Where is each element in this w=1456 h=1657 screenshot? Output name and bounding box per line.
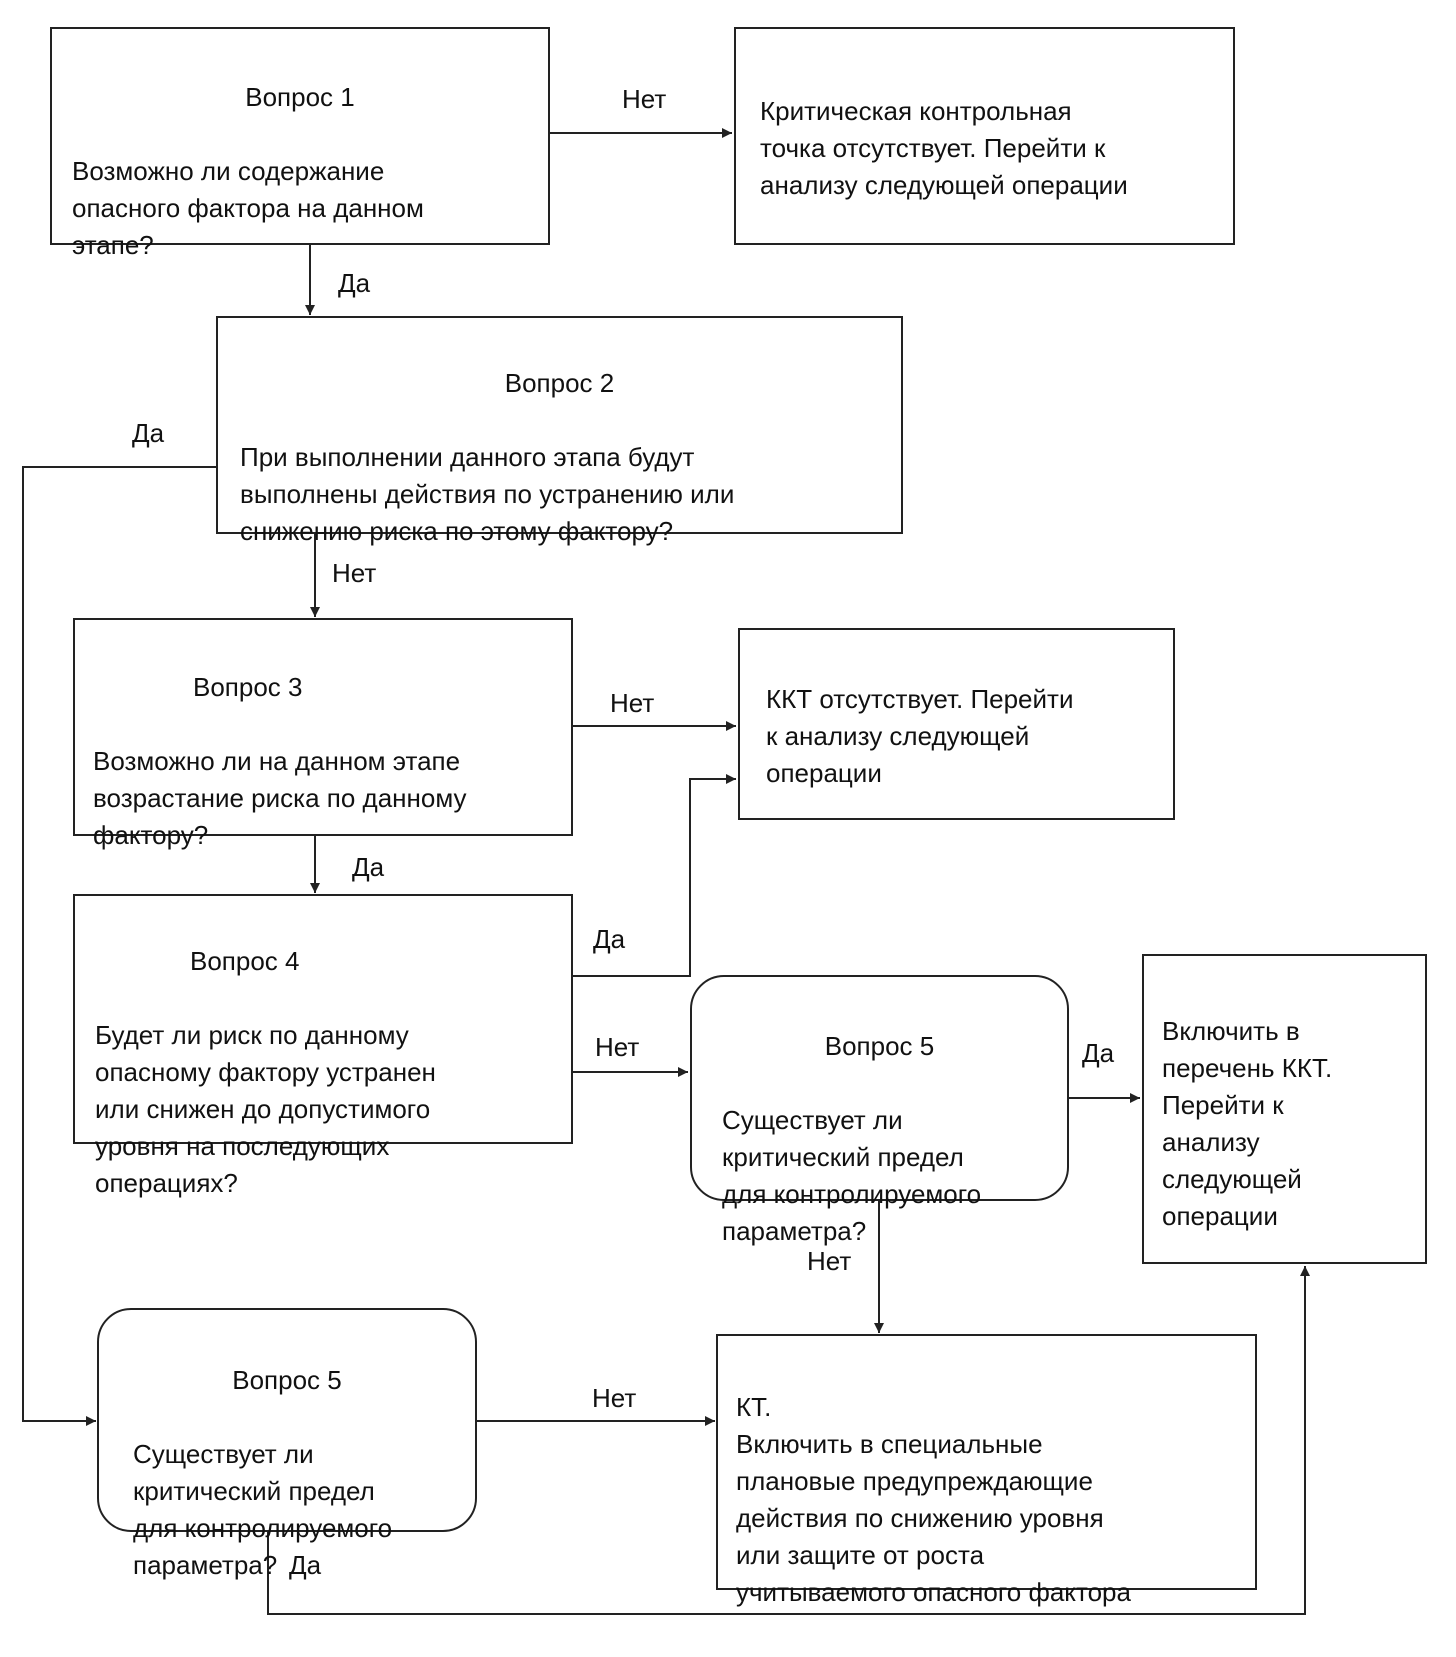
question-3-box: Вопрос 3 Возможно ли на данном этапе воз…	[73, 618, 573, 850]
arrow-q2-yes	[22, 466, 216, 1426]
label-q1-no: Нет	[622, 84, 667, 114]
label-q3-no: Нет	[610, 688, 655, 718]
question-5-right-title: Вопрос 5	[824, 1031, 935, 1061]
cp-box: КТ. Включить в специальные плановые пред…	[716, 1334, 1257, 1607]
no-ccp-box-2: ККТ отсутствует. Перейти к анализу следу…	[738, 628, 1175, 820]
cp-text: КТ. Включить в специальные плановые пред…	[736, 1392, 1131, 1607]
no-ccp-text-1: Критическая контрольная точка отсутствуе…	[760, 96, 1128, 200]
question-4-box: Вопрос 4 Будет ли риск по данному опасно…	[73, 894, 573, 1198]
question-3-title: Вопрос 3	[193, 672, 303, 702]
question-5-right-text: Существует ли критический предел для кон…	[722, 1105, 982, 1246]
no-ccp-text-2: ККТ отсутствует. Перейти к анализу следу…	[766, 684, 1074, 788]
include-ccp-box: Включить в перечень ККТ. Перейти к анали…	[1142, 954, 1427, 1264]
arrow-q4-yes	[573, 774, 736, 977]
question-4-text: Будет ли риск по данному опасному фактор…	[95, 1020, 436, 1198]
question-2-title: Вопрос 2	[504, 368, 615, 398]
question-1-box: Вопрос 1 Возможно ли содержание опасного…	[50, 27, 550, 260]
question-5-left-text: Существует ли критический предел для кон…	[133, 1439, 393, 1580]
label-q3-yes: Да	[352, 852, 385, 882]
label-q5r-no: Нет	[807, 1246, 852, 1276]
label-q4-no: Нет	[595, 1032, 640, 1062]
label-q5l-yes: Да	[289, 1550, 322, 1580]
question-5-right-box: Вопрос 5 Существует ли критический преде…	[690, 975, 1069, 1246]
label-q1-yes: Да	[338, 268, 371, 298]
arrow-q5l-yes	[267, 1266, 1310, 1615]
question-1-text: Возможно ли содержание опасного фактора …	[72, 156, 424, 260]
include-ccp-text: Включить в перечень ККТ. Перейти к анали…	[1162, 1016, 1333, 1231]
question-5-left-title: Вопрос 5	[232, 1365, 342, 1395]
label-q4-yes: Да	[593, 924, 626, 954]
question-5-left-box: Вопрос 5 Существует ли критический преде…	[97, 1308, 477, 1580]
question-2-text: При выполнении данного этапа будут выпол…	[240, 442, 735, 546]
no-ccp-box-1: Критическая контрольная точка отсутствуе…	[734, 27, 1235, 245]
label-q2-yes: Да	[132, 418, 165, 448]
label-q2-no: Нет	[332, 558, 377, 588]
question-2-box: Вопрос 2 При выполнении данного этапа бу…	[216, 316, 903, 546]
question-4-title: Вопрос 4	[190, 946, 300, 976]
question-1-title: Вопрос 1	[245, 82, 355, 112]
label-q5r-yes: Да	[1082, 1038, 1115, 1068]
label-q5l-no: Нет	[592, 1383, 637, 1413]
question-3-text: Возможно ли на данном этапе возрастание …	[93, 746, 467, 850]
